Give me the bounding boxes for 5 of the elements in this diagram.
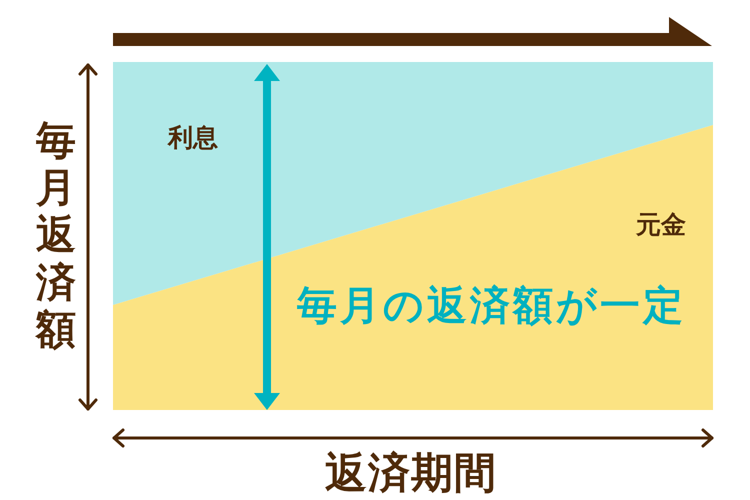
axis-title: 返済期間 — [325, 450, 497, 496]
callout-text: 毎月の返済額が一定 — [297, 284, 686, 328]
axis-title: 毎月返済額 — [36, 118, 76, 354]
area-label: 元金 — [636, 211, 686, 238]
area-label: 利息 — [168, 124, 218, 152]
